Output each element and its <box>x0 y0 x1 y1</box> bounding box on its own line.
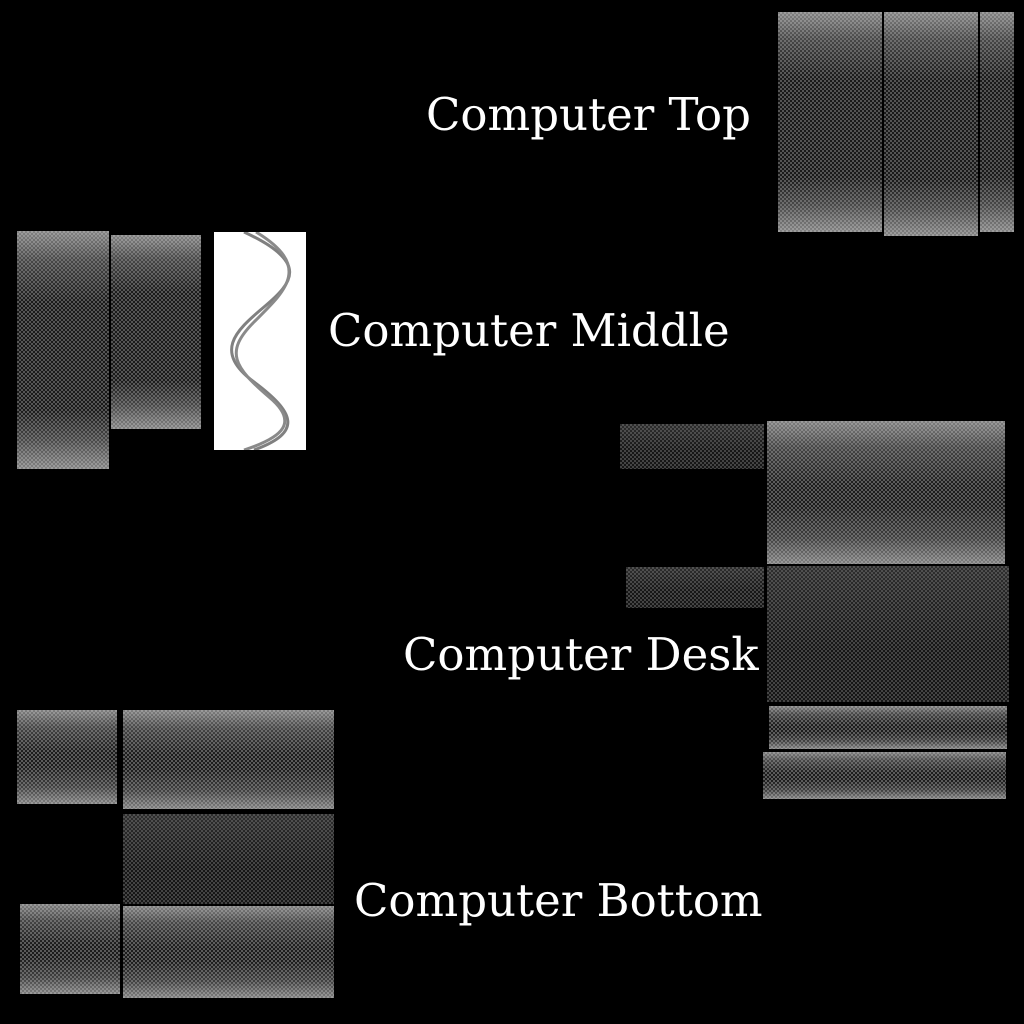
bottom-panel-4 <box>20 904 120 994</box>
label-computer-middle: Computer Middle <box>328 304 730 357</box>
computer-middle-panel-2 <box>111 235 201 429</box>
computer-top-panel-3 <box>980 12 1014 232</box>
desk-panel-3 <box>626 567 764 608</box>
label-computer-top: Computer Top <box>426 88 751 141</box>
desk-panel-5 <box>769 706 1007 749</box>
computer-middle-panel-1 <box>17 231 109 469</box>
cable-texture <box>214 232 306 450</box>
desk-panel-6 <box>763 752 1006 799</box>
desk-panel-4 <box>767 566 1009 702</box>
computer-top-panel-2 <box>884 12 978 236</box>
cable-wave-icon <box>230 232 292 450</box>
bottom-panel-2 <box>123 710 334 809</box>
bottom-panel-3 <box>123 814 334 904</box>
computer-top-panel-1 <box>778 12 882 232</box>
label-computer-bottom: Computer Bottom <box>354 874 763 927</box>
label-computer-desk: Computer Desk <box>403 628 759 681</box>
bottom-panel-5 <box>123 906 334 998</box>
desk-panel-2 <box>767 421 1005 564</box>
desk-panel-1 <box>620 424 764 469</box>
bottom-panel-1 <box>17 710 117 804</box>
